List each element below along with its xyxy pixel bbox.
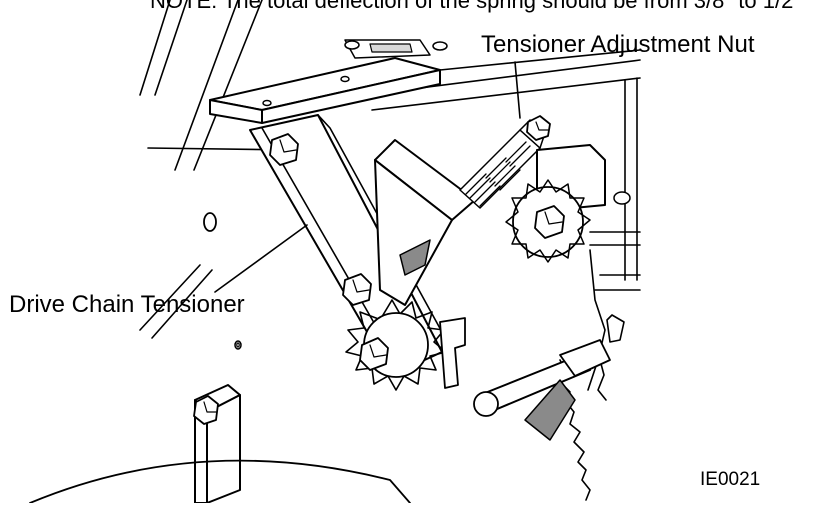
drive-chain xyxy=(559,249,625,501)
sprocket-upper-right xyxy=(505,144,631,263)
frame-lines xyxy=(139,0,641,339)
label-drive-chain-tensioner: Drive Chain Tensioner xyxy=(9,291,245,318)
figure-code: IE0021 xyxy=(700,469,760,490)
arm-bolt-middle xyxy=(342,273,372,306)
left-plate-holes xyxy=(203,212,242,350)
tensioner-adjustment-nut xyxy=(526,115,551,141)
spring-bracket xyxy=(374,139,476,306)
lower-disc xyxy=(29,459,411,504)
top-mounting-plate xyxy=(209,57,441,124)
header-note: NOTE: The total deflection of the spring… xyxy=(150,0,801,13)
corner-post xyxy=(193,384,241,504)
leader-lines xyxy=(214,61,521,293)
arm-bolt-top xyxy=(269,133,299,166)
shaft-pin xyxy=(473,339,611,441)
hinge xyxy=(344,39,448,59)
bracket-tab xyxy=(439,317,466,389)
leader-tensioner-nut xyxy=(514,61,521,119)
sprocket-lower xyxy=(345,299,447,391)
label-tensioner-adjustment-nut: Tensioner Adjustment Nut xyxy=(481,31,755,58)
leader-drive-chain-tensioner xyxy=(214,224,308,293)
